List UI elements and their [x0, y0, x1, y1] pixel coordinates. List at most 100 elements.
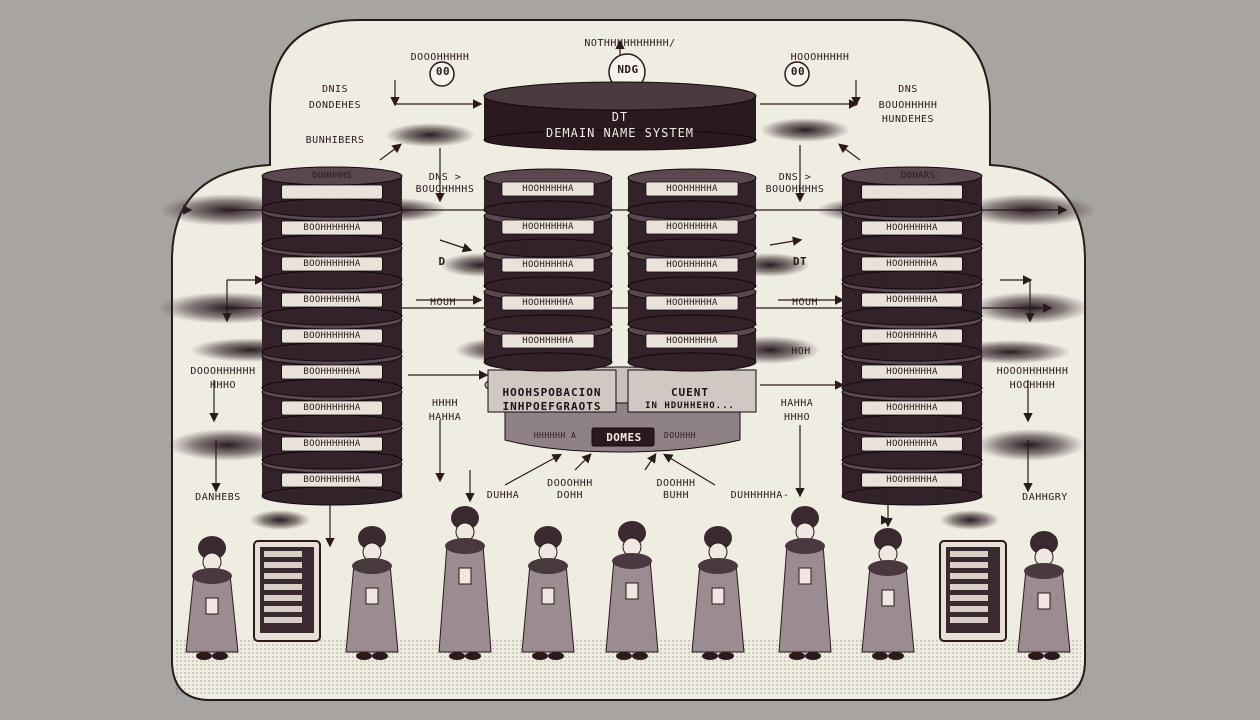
connector-line — [379, 143, 402, 161]
guard-foot — [616, 652, 632, 660]
database-cylinders — [261, 81, 983, 506]
right-badge-label: 00 — [790, 65, 806, 78]
plate-label: BOOHHHHHHA — [303, 403, 361, 413]
core-plate — [501, 219, 595, 235]
title-prefix: DT — [611, 110, 629, 124]
top-badge-label: NDG — [617, 63, 639, 76]
plate-label: BOOHHHHHHA — [303, 223, 361, 233]
guard-collar — [785, 538, 825, 554]
cylinder-plate — [281, 472, 383, 488]
guard-hands — [625, 582, 639, 600]
guard-cloak — [605, 555, 659, 653]
server-slot — [264, 617, 302, 623]
guard-hands — [798, 567, 812, 585]
domes-label: DOMES — [606, 431, 642, 444]
guard-cloak — [438, 540, 492, 653]
bottom-label-3-line-1: DOOHHH — [656, 478, 696, 489]
left-side-line-2: HHHO — [209, 380, 237, 391]
guard-hands — [365, 587, 379, 605]
guard-foot — [632, 652, 648, 660]
cylinder-base — [841, 198, 983, 218]
right-mid-arrow-label: DNS > BOUOHHHHS — [765, 172, 825, 195]
guard-collar — [698, 558, 738, 574]
guard-hands — [1037, 592, 1051, 610]
plate-label: HOOHHHHHA — [886, 259, 938, 269]
core-plate-label: HOOHHHHHA — [666, 336, 718, 346]
core-plate-label: HOOHHHHHA — [666, 184, 718, 194]
core-plate-label: HOOHHHHHA — [522, 184, 574, 194]
diagram-title: DEMAIN NAME SYSTEM — [545, 126, 695, 140]
right-stack-top-label: DOHARS — [900, 171, 936, 181]
core-plate — [501, 257, 595, 273]
core-base — [627, 200, 757, 220]
left-mid2-label: HOUH — [429, 297, 457, 308]
server-slot — [264, 551, 302, 557]
guard-hands — [205, 597, 219, 615]
server-slot — [264, 595, 302, 601]
guard-hat — [198, 536, 226, 560]
guard-hands — [458, 567, 472, 585]
guard-hat — [791, 506, 819, 530]
core-plate-label: HOOHHHHHA — [666, 298, 718, 308]
guard-hat — [1030, 531, 1058, 555]
cylinder-plate — [281, 436, 383, 452]
plate-label: BOOHHHHHHA — [303, 331, 361, 341]
domes-box — [591, 427, 655, 447]
guard-foot — [372, 652, 388, 660]
cylinder-base — [841, 414, 983, 434]
plate-label: HOOHHHHHA — [886, 475, 938, 485]
plate-label: HOOHHHHHA — [886, 439, 938, 449]
cylinder-plate — [281, 292, 383, 308]
server-slot — [264, 562, 302, 568]
cylinder-plate — [861, 220, 963, 236]
cylinder-plate — [861, 184, 963, 200]
guard-hands — [541, 587, 555, 605]
guard-foot — [356, 652, 372, 660]
core-left-small: HHHHHH A — [533, 431, 577, 440]
guard-cloak — [521, 560, 575, 653]
core-base — [627, 314, 757, 334]
guard-hands — [881, 589, 895, 607]
guard-collar — [352, 558, 392, 574]
connector-arrow — [504, 453, 563, 486]
server-slot — [264, 606, 302, 612]
connector-arrow — [662, 453, 716, 486]
bottom-label-2-line-2: DOHH — [556, 490, 584, 501]
connector-line — [439, 239, 473, 253]
right-side-line-2: HOOHHHH — [1009, 380, 1056, 391]
guard-collar — [1024, 563, 1064, 579]
core-plate — [645, 181, 739, 197]
right-mid2-label: HOUH — [791, 297, 819, 308]
right-side-line-1: HOOOHHHHHHH — [996, 366, 1069, 377]
guard-foot — [196, 652, 212, 660]
server-slot — [950, 617, 988, 623]
left-bottom-mid-line-1: HHHH — [431, 398, 459, 409]
guard-foot — [1044, 652, 1060, 660]
badge-circle — [429, 61, 455, 87]
core-left-line-1: HOOHSPOBACION — [502, 386, 602, 399]
badge-circle — [784, 61, 810, 87]
right-block-line-2: BOUOHHHHH — [878, 100, 938, 111]
plate-label: BOOHHHHHHA — [303, 439, 361, 449]
left-badge-label: 00 — [435, 65, 451, 78]
cylinder-base — [841, 450, 983, 470]
core-base — [483, 352, 613, 372]
server-slot — [950, 595, 988, 601]
cylinder-plate — [281, 400, 383, 416]
guard-hat — [534, 526, 562, 550]
cylinder-base — [841, 270, 983, 290]
server-slot — [950, 584, 988, 590]
shadow-halo — [760, 118, 850, 142]
server-slot — [264, 584, 302, 590]
right-bottom-mid-line-2: HHHO — [783, 412, 811, 423]
cylinder-base — [841, 486, 983, 506]
core-plate — [501, 333, 595, 349]
core-base — [483, 200, 613, 220]
cylinder-base — [261, 378, 403, 398]
cylinder-plate — [281, 184, 383, 200]
core-plate — [645, 219, 739, 235]
cylinder-base — [261, 486, 403, 506]
guard-foot — [212, 652, 228, 660]
core-plate — [645, 257, 739, 273]
core-right-line-2: IN HDUHHEHO... — [645, 401, 735, 411]
